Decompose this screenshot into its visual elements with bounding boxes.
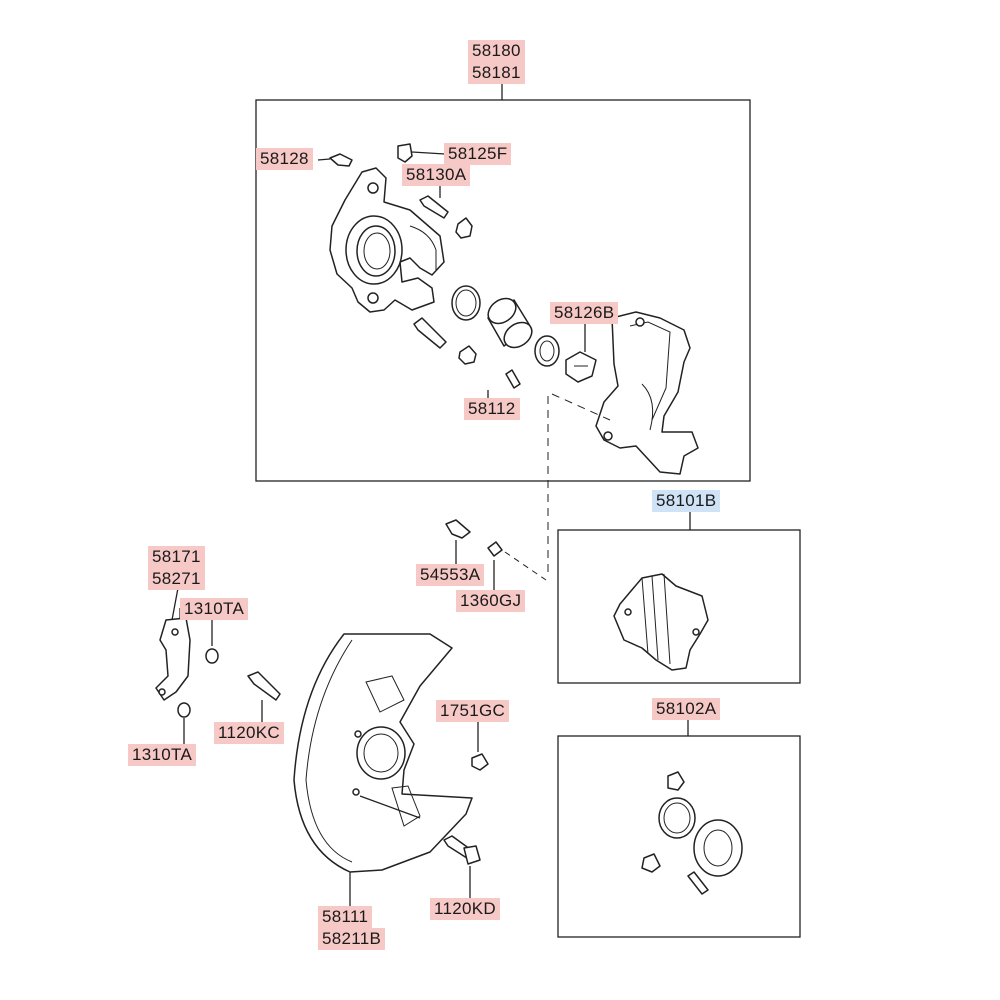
caliper-carrier xyxy=(595,311,699,475)
part-label-58171[interactable]: 58171 xyxy=(148,546,205,568)
part-label-1310TA-bottom[interactable]: 1310TA xyxy=(128,744,197,766)
part-label-58125F[interactable]: 58125F xyxy=(444,143,512,165)
nut-1751GC xyxy=(471,753,489,771)
caliper-assembly-frame xyxy=(255,99,751,482)
part-label-58130A[interactable]: 58130A xyxy=(402,164,471,186)
part-label-54553A[interactable]: 54553A xyxy=(416,564,485,586)
bolt-54553A xyxy=(445,519,471,539)
retainer-clip xyxy=(565,351,597,383)
washer-top xyxy=(205,648,219,664)
part-label-58101B[interactable]: 58101B xyxy=(652,490,721,512)
part-label-1120KC[interactable]: 1120KC xyxy=(214,722,284,744)
part-label-58111[interactable]: 58111 xyxy=(318,906,373,928)
part-label-58102A[interactable]: 58102A xyxy=(652,698,721,720)
seal-kit-frame xyxy=(557,735,801,938)
part-label-58271[interactable]: 58271 xyxy=(148,568,205,590)
bleeder-screw xyxy=(397,143,413,163)
dust-shield xyxy=(293,633,473,873)
seal-kit-parts xyxy=(641,771,743,895)
part-label-58128[interactable]: 58128 xyxy=(256,148,313,170)
part-label-58211B[interactable]: 58211B xyxy=(318,928,386,950)
part-label-1120KD[interactable]: 1120KD xyxy=(430,898,500,920)
brake-pad-kit-frame xyxy=(557,529,801,684)
part-label-1310TA-top[interactable]: 1310TA xyxy=(180,598,249,620)
part-label-1360GJ[interactable]: 1360GJ xyxy=(456,590,526,612)
part-label-58112[interactable]: 58112 xyxy=(464,398,520,420)
part-label-58181[interactable]: 58181 xyxy=(468,62,525,84)
brake-pads xyxy=(613,573,709,671)
guide-pin-upper xyxy=(419,195,449,219)
caliper-assembly-group xyxy=(255,82,751,578)
washer-bottom xyxy=(177,702,191,718)
hose-bracket xyxy=(155,617,191,701)
dust-boot xyxy=(534,335,560,367)
guide-pin-lower xyxy=(413,317,447,349)
nut-1360GJ xyxy=(487,541,503,557)
bolt-58128 xyxy=(329,153,353,167)
bolt-1120KC xyxy=(247,671,281,701)
part-label-58180[interactable]: 58180 xyxy=(468,40,525,62)
dashed-leader xyxy=(547,393,611,578)
part-label-58126B[interactable]: 58126B xyxy=(550,302,619,324)
part-label-1751GC[interactable]: 1751GC xyxy=(436,700,510,722)
